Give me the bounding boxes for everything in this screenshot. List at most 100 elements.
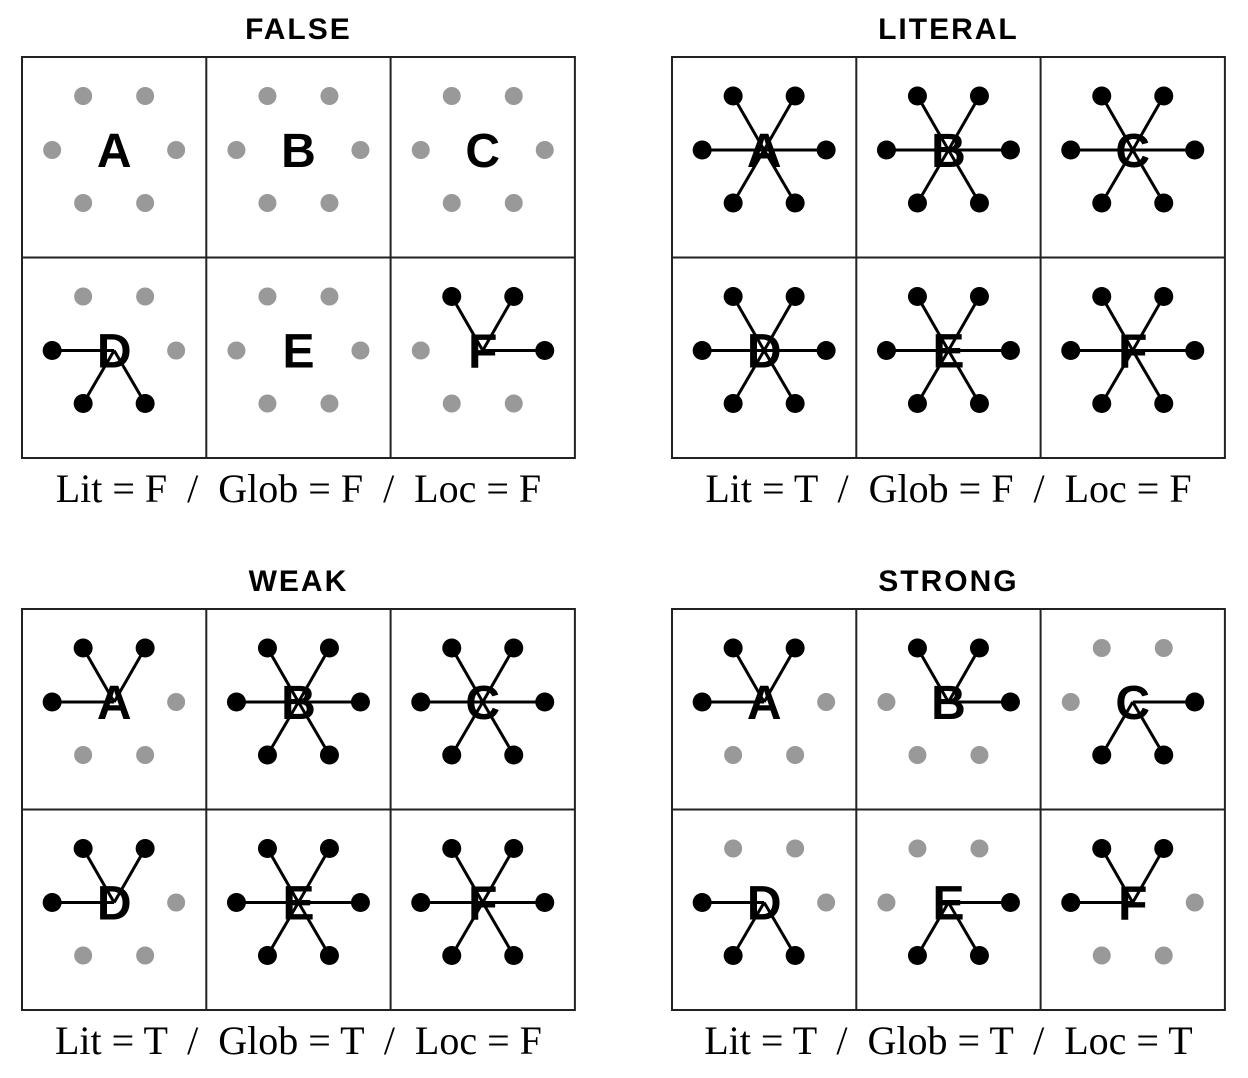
unconnected-dot-bottom-left [442, 394, 461, 413]
unconnected-dot-right [535, 141, 554, 159]
connection-line [762, 901, 797, 957]
connected-dot-top-left [257, 839, 277, 858]
cell-c: C [1061, 639, 1205, 765]
connected-dot-top-left [723, 287, 743, 306]
cell-letter: F [468, 878, 497, 931]
connected-dot-right [1000, 692, 1020, 712]
connection-line [450, 847, 485, 904]
unconnected-dot-right [817, 893, 836, 912]
unconnected-dot-left [877, 893, 896, 912]
connected-dot-left [1061, 341, 1081, 360]
connection-line [762, 349, 797, 405]
connected-dot-top-right [785, 86, 805, 106]
connected-dot-top-right [135, 638, 155, 658]
cell-e: E [227, 287, 370, 413]
connection-line [481, 847, 516, 904]
connected-dot-bottom-left [1092, 394, 1112, 413]
unconnected-dot-left [227, 141, 246, 159]
connection-line [266, 647, 300, 703]
connected-dot-top-right [504, 638, 524, 658]
connected-dot-bottom-right [504, 946, 524, 965]
connection-line [731, 349, 766, 405]
cell-letter: E [282, 326, 314, 379]
connected-dot-right [1185, 140, 1205, 160]
connection-line [266, 701, 300, 756]
connected-dot-top-left [442, 839, 462, 858]
panel-caption: Lit = T / Glob = F / Loc = F [705, 466, 1191, 511]
unconnected-dot-left [1061, 693, 1080, 711]
connection-line [916, 295, 950, 352]
connected-dot-top-right [319, 839, 339, 858]
unconnected-dot-top-right [786, 839, 805, 858]
unconnected-dot-bottom-left [74, 946, 93, 965]
unconnected-dot-right [351, 341, 370, 360]
connected-dot-top-left [1092, 287, 1112, 306]
connection-line [762, 95, 797, 151]
connected-dot-right [1000, 341, 1020, 360]
connected-dot-top-right [135, 839, 155, 858]
cell-b: B [227, 87, 370, 212]
cell-letter: A [97, 677, 132, 730]
connected-dot-right [816, 140, 836, 160]
connected-dot-top-left [907, 86, 927, 106]
unconnected-dot-bottom-right [136, 946, 155, 965]
connection-line [81, 847, 116, 904]
connection-line [1100, 95, 1135, 151]
cell-b: B [877, 638, 1020, 764]
connection-line [1100, 847, 1135, 904]
unconnected-dot-top-left [258, 287, 277, 306]
connection-line [1131, 295, 1166, 352]
unconnected-dot-bottom-left [442, 194, 461, 212]
connection-line [450, 647, 485, 703]
connection-line [947, 349, 981, 405]
connected-dot-left [411, 893, 431, 912]
connected-dot-right [1000, 893, 1020, 912]
connected-dot-right [1000, 140, 1020, 160]
connected-dot-right [350, 692, 370, 712]
connected-dot-bottom-right [969, 394, 989, 413]
cell-a: A [692, 86, 836, 213]
panel-title: FALSE [245, 13, 352, 46]
connected-dot-right [535, 341, 555, 360]
cell-letter: A [97, 125, 132, 178]
cell-letter: B [281, 677, 316, 730]
cell-f: F [1061, 287, 1205, 413]
cell-b: B [876, 86, 1020, 213]
connected-dot-left [692, 893, 712, 912]
connected-dot-bottom-left [257, 745, 277, 765]
cell-a: A [42, 638, 186, 764]
unconnected-dot-bottom-right [1154, 946, 1173, 965]
connected-dot-top-left [257, 638, 277, 658]
connection-line [947, 901, 981, 957]
connected-dot-left [1061, 140, 1081, 160]
connected-dot-top-left [907, 287, 927, 306]
connected-dot-left [876, 140, 896, 160]
cell-e: E [876, 287, 1020, 413]
connection-line [916, 149, 950, 204]
connected-dot-bottom-left [257, 946, 277, 965]
connected-dot-bottom-left [907, 193, 927, 213]
connected-dot-left [692, 140, 712, 160]
unconnected-dot-top-left [74, 287, 93, 306]
cell-e: E [877, 839, 1020, 965]
cell-f: F [411, 839, 555, 965]
cell-letter: E [282, 878, 314, 931]
unconnected-dot-top-right [504, 87, 523, 105]
connection-line [1131, 701, 1166, 756]
connected-dot-bottom-right [969, 193, 989, 213]
cell-letter: D [97, 326, 132, 379]
connected-dot-top-left [1092, 839, 1112, 858]
unconnected-dot-left [43, 141, 62, 159]
unconnected-dot-bottom-left [1092, 946, 1111, 965]
cell-d: D [692, 287, 836, 413]
connected-dot-left [692, 341, 712, 360]
connected-dot-top-left [442, 287, 462, 306]
connection-line [481, 701, 516, 756]
connected-dot-bottom-left [442, 946, 462, 965]
cell-letter: A [747, 677, 782, 730]
connected-dot-bottom-right [785, 946, 805, 965]
connection-line [1131, 349, 1166, 405]
